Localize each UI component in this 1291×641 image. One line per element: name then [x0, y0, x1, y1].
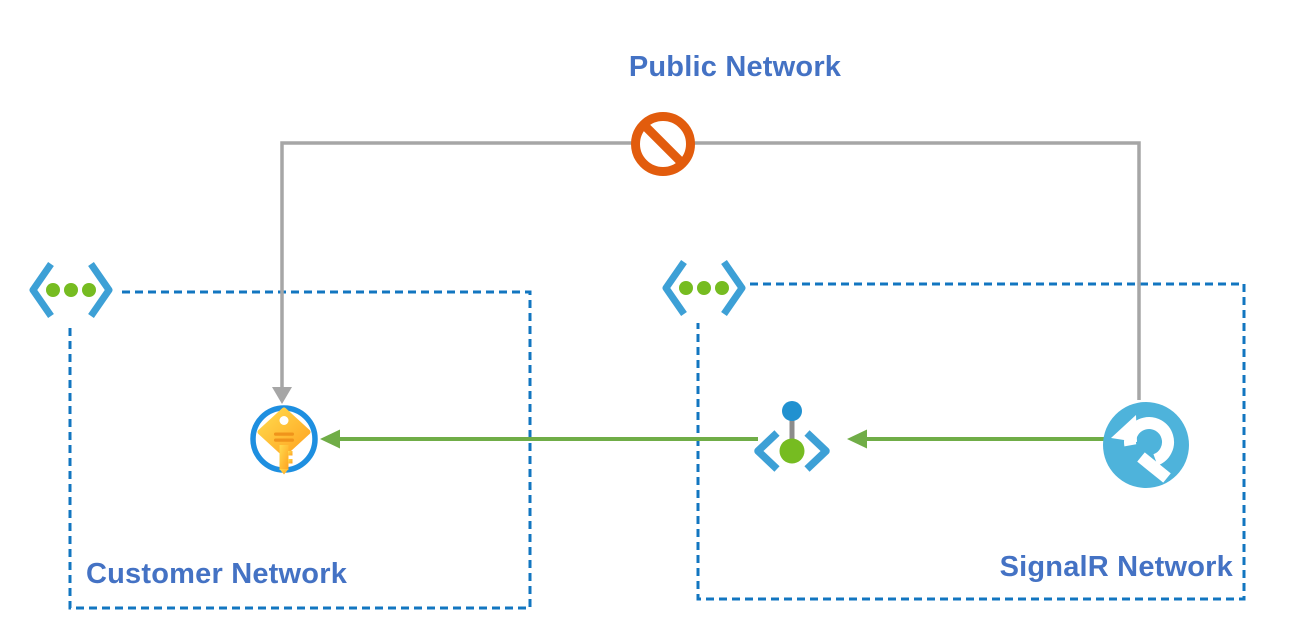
gray-arrowhead-to-key-vault [272, 387, 292, 404]
blocked-sign-ring [631, 112, 695, 176]
endpoint-top-dot [782, 401, 802, 421]
key-groove [274, 438, 294, 442]
signalr-network-box [696, 282, 1246, 601]
signalr-r-glyph [1111, 415, 1174, 483]
signalr-circle [1103, 402, 1189, 488]
signalr-network-label: SignalR Network [999, 551, 1233, 583]
green-arrowhead-to-private-endpoint [847, 429, 867, 449]
signalr-leg [1137, 452, 1171, 483]
signalr-arrowhead [1111, 415, 1137, 442]
key-tooth [288, 451, 293, 456]
virtual-network-icon-signalr [658, 253, 750, 323]
public-network-label: Public Network [628, 51, 842, 83]
blocked-sign-slash [642, 123, 684, 165]
public-network-line [280, 141, 1141, 400]
key-tooth [288, 459, 293, 464]
key-hole [279, 416, 289, 425]
key-glyph [257, 407, 311, 475]
green-arrowhead-to-key-vault [320, 429, 340, 449]
key-groove [274, 432, 294, 436]
endpoint-green-dot [779, 438, 805, 464]
blocked-sign-icon [631, 112, 695, 176]
endpoint-left-bracket [754, 430, 780, 472]
virtual-network-icon-customer [25, 255, 117, 325]
key-shaft [279, 445, 289, 470]
key-tip [279, 469, 289, 475]
endpoint-right-bracket [804, 430, 830, 472]
private-endpoint-icon [754, 401, 830, 472]
customer-network-box [68, 290, 532, 610]
customer-network-label: Customer Network [86, 558, 348, 590]
endpoint-stem [789, 410, 795, 452]
key-vault-icon [250, 405, 318, 475]
signalr-service-icon [1103, 402, 1189, 488]
